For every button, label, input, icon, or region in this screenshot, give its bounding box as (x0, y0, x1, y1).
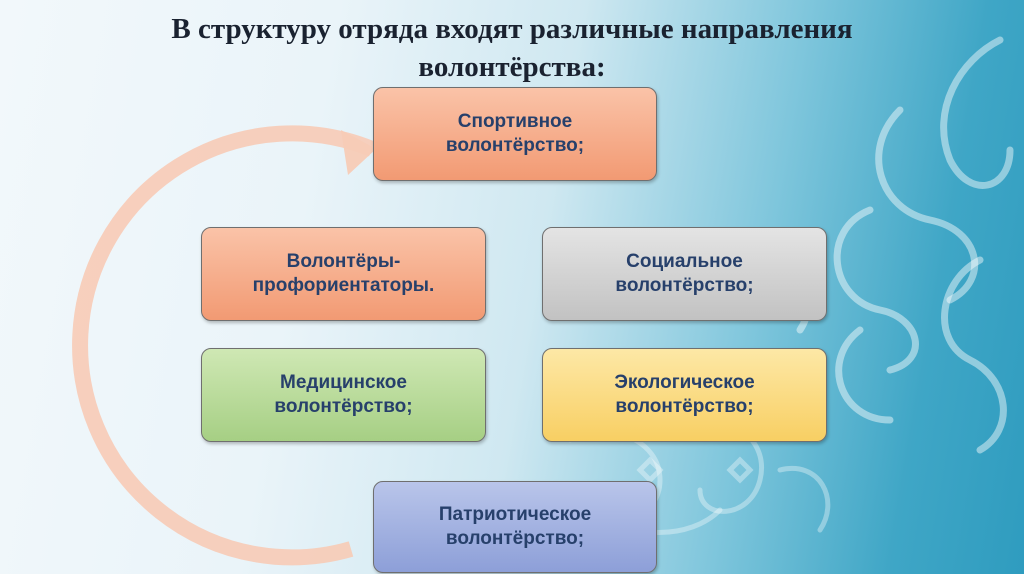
node-ecological-line-2: волонтёрство; (615, 396, 754, 417)
node-career-line-1: Волонтёры- (286, 251, 401, 272)
node-ecological-volunteering: Экологическое волонтёрство; (542, 348, 827, 442)
title-line-2: волонтёрства: (418, 51, 606, 83)
slide-title: В структуру отряда входят различные напр… (60, 10, 964, 86)
node-career-line-2: профориентаторы. (252, 275, 435, 296)
node-social-line-2: волонтёрство; (615, 275, 754, 296)
node-career-guidance-volunteers: Волонтёры- профориентаторы. (201, 227, 486, 321)
node-sport-line-1: Спортивное (457, 111, 573, 132)
node-patriotic-line-1: Патриотическое (438, 504, 592, 525)
node-sport-line-2: волонтёрство; (445, 135, 585, 156)
node-medical-volunteering: Медицинское волонтёрство; (201, 348, 486, 442)
title-line-1: В структуру отряда входят различные напр… (171, 13, 853, 45)
node-ecological-line-1: Экологическое (614, 372, 755, 393)
node-social-volunteering: Социальное волонтёрство; (542, 227, 827, 321)
node-social-line-1: Социальное (626, 251, 743, 272)
node-patriotic-volunteering: Патриотическое волонтёрство; (373, 481, 657, 573)
node-medical-line-2: волонтёрство; (274, 396, 413, 417)
node-medical-line-1: Медицинское (280, 372, 407, 393)
node-patriotic-line-2: волонтёрство; (445, 528, 585, 549)
node-sport-volunteering: Спортивное волонтёрство; (373, 87, 657, 181)
